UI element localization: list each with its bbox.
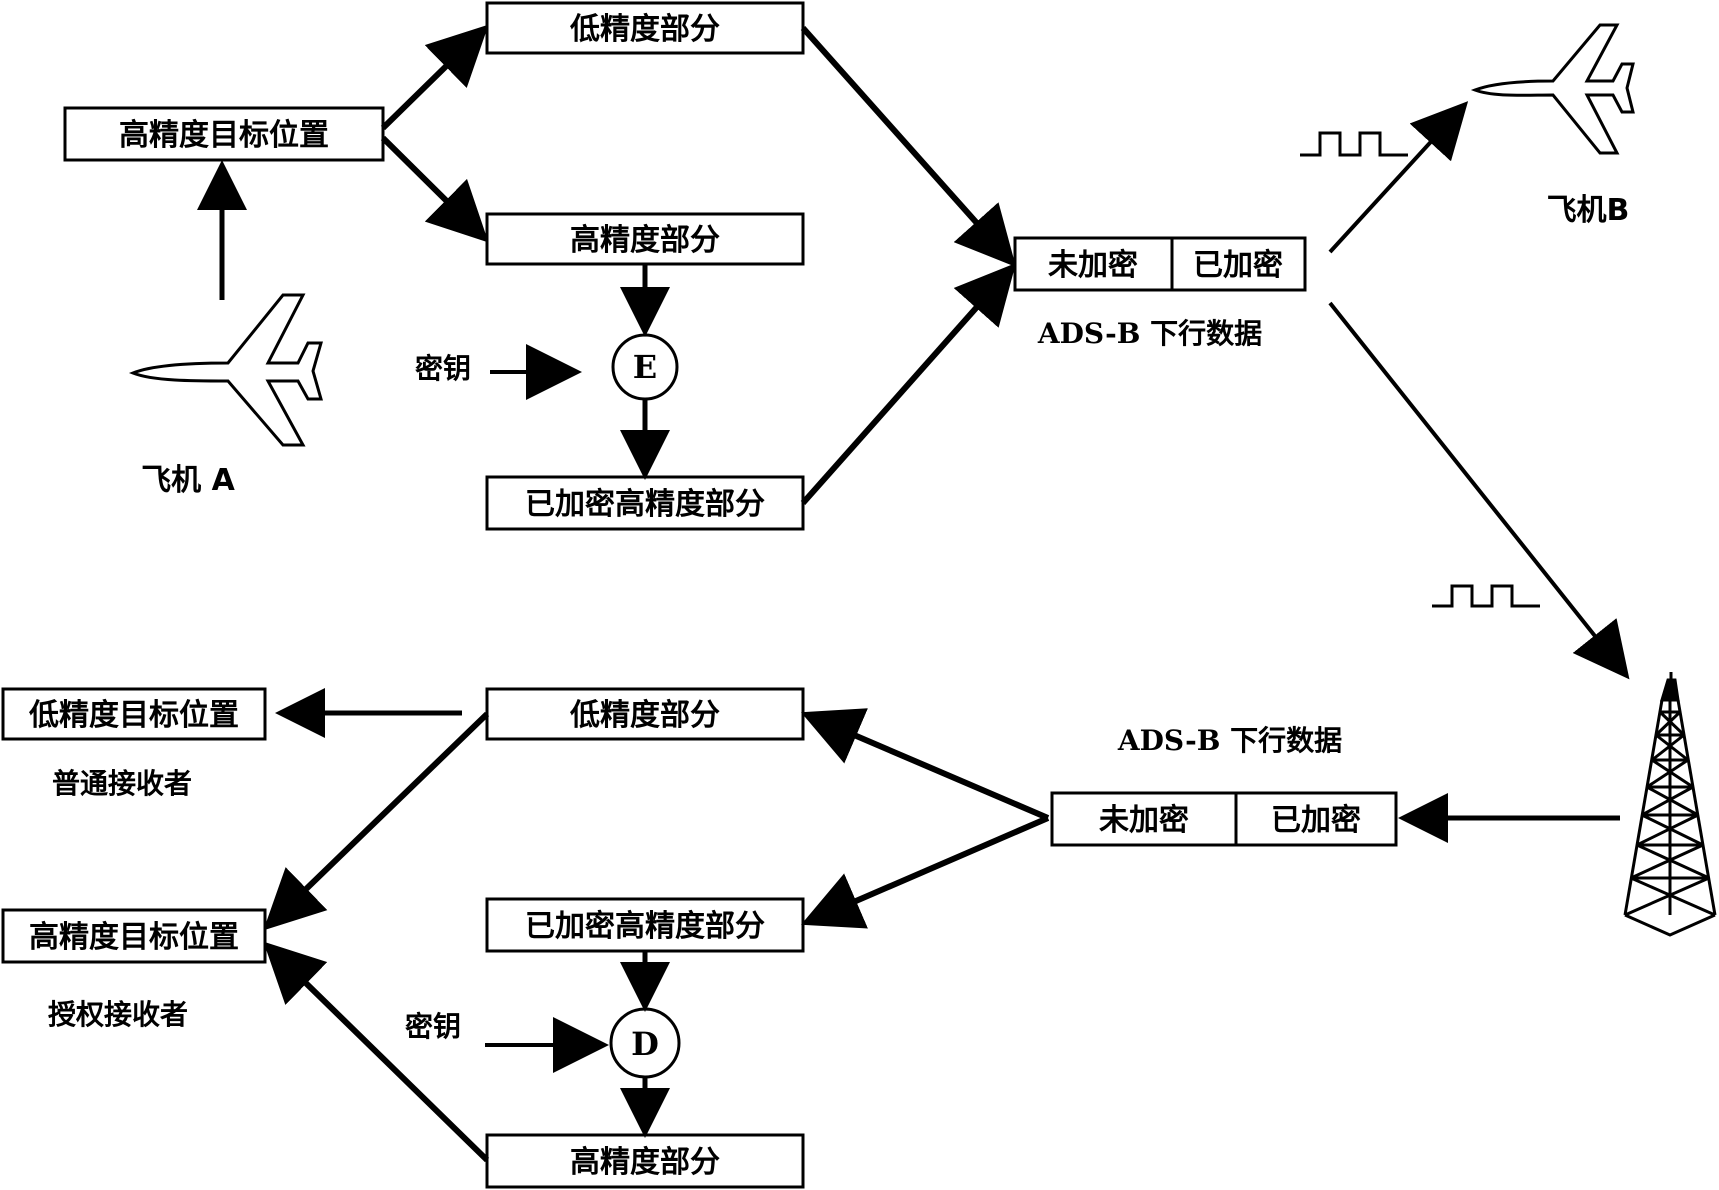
arrow-packet-to-low-part — [800, 708, 1050, 821]
aircraft-a-icon — [128, 293, 323, 447]
arrow-high-part-to-high-target — [263, 941, 490, 1163]
bottom-encrypted-high-part-label: 已加密高精度部分 — [525, 909, 765, 944]
ground-station-tower-icon — [1623, 672, 1717, 937]
bottom-high-precision-part-label: 高精度部分 — [570, 1145, 720, 1180]
top-high-precision-target-label: 高精度目标位置 — [119, 118, 329, 153]
bottom-high-precision-target-label: 高精度目标位置 — [29, 920, 239, 955]
bottom-packet-encrypted: 已加密 — [1271, 803, 1361, 838]
bottom-downlink-label: ADS-B 下行数据 — [1117, 724, 1342, 757]
bottom-packet-unencrypted: 未加密 — [1099, 803, 1189, 838]
top-downlink-label: ADS-B 下行数据 — [1037, 317, 1262, 350]
authorized-receiver-label: 授权接收者 — [48, 998, 188, 1031]
bottom-high-precision-target-box: 高精度目标位置 — [1, 908, 267, 964]
top-packet-encrypted: 已加密 — [1193, 248, 1283, 283]
top-key-label: 密钥 — [415, 352, 471, 385]
bottom-key-label: 密钥 — [405, 1010, 461, 1043]
bottom-adsb-packet: 未加密 已加密 — [1050, 791, 1398, 847]
top-low-precision-part-label: 低精度部分 — [569, 12, 720, 47]
top-high-precision-part-box: 高精度部分 — [485, 212, 805, 266]
bottom-low-precision-part-box: 低精度部分 — [485, 687, 805, 741]
bottom-high-precision-part-box: 高精度部分 — [485, 1133, 805, 1189]
arrow-low-part-to-high-target — [263, 711, 490, 931]
top-low-precision-part-box: 低精度部分 — [485, 1, 805, 55]
aircraft-b-label: 飞机B — [1547, 193, 1630, 228]
arrow-low-part-to-packet — [800, 26, 1016, 267]
bottom-pulse-signal — [1432, 584, 1540, 608]
arrow-target-to-high-part — [380, 135, 489, 243]
top-packet-unencrypted: 未加密 — [1048, 248, 1138, 283]
top-pulse-signal — [1300, 131, 1408, 157]
top-high-precision-part-label: 高精度部分 — [570, 223, 720, 258]
top-high-precision-target-box: 高精度目标位置 — [63, 106, 385, 162]
decrypt-node: D — [609, 1007, 681, 1079]
top-encrypted-high-part-box: 已加密高精度部分 — [485, 475, 805, 531]
top-encrypted-high-part-label: 已加密高精度部分 — [525, 487, 765, 522]
low-precision-target-label: 低精度目标位置 — [28, 698, 239, 733]
aircraft-a-label: 飞机 A — [141, 463, 235, 498]
arrow-target-to-low-part — [380, 24, 489, 131]
arrow-packet-to-tower — [1328, 301, 1630, 680]
aircraft-b-icon — [1470, 23, 1635, 155]
bottom-low-precision-part-label: 低精度部分 — [569, 698, 720, 733]
top-adsb-packet: 未加密 已加密 — [1013, 236, 1307, 292]
decrypt-symbol: D — [631, 1025, 659, 1063]
arrow-encrypted-part-to-packet — [800, 263, 1016, 505]
bottom-encrypted-high-part-box: 已加密高精度部分 — [485, 897, 805, 953]
arrow-packet-to-encrypted-part — [800, 815, 1050, 929]
arrow-packet-to-aircraft-b — [1328, 101, 1469, 254]
encrypt-symbol: E — [633, 348, 657, 386]
low-precision-target-box: 低精度目标位置 — [1, 687, 267, 741]
encrypt-node: E — [611, 333, 679, 401]
normal-receiver-label: 普通接收者 — [52, 767, 192, 800]
